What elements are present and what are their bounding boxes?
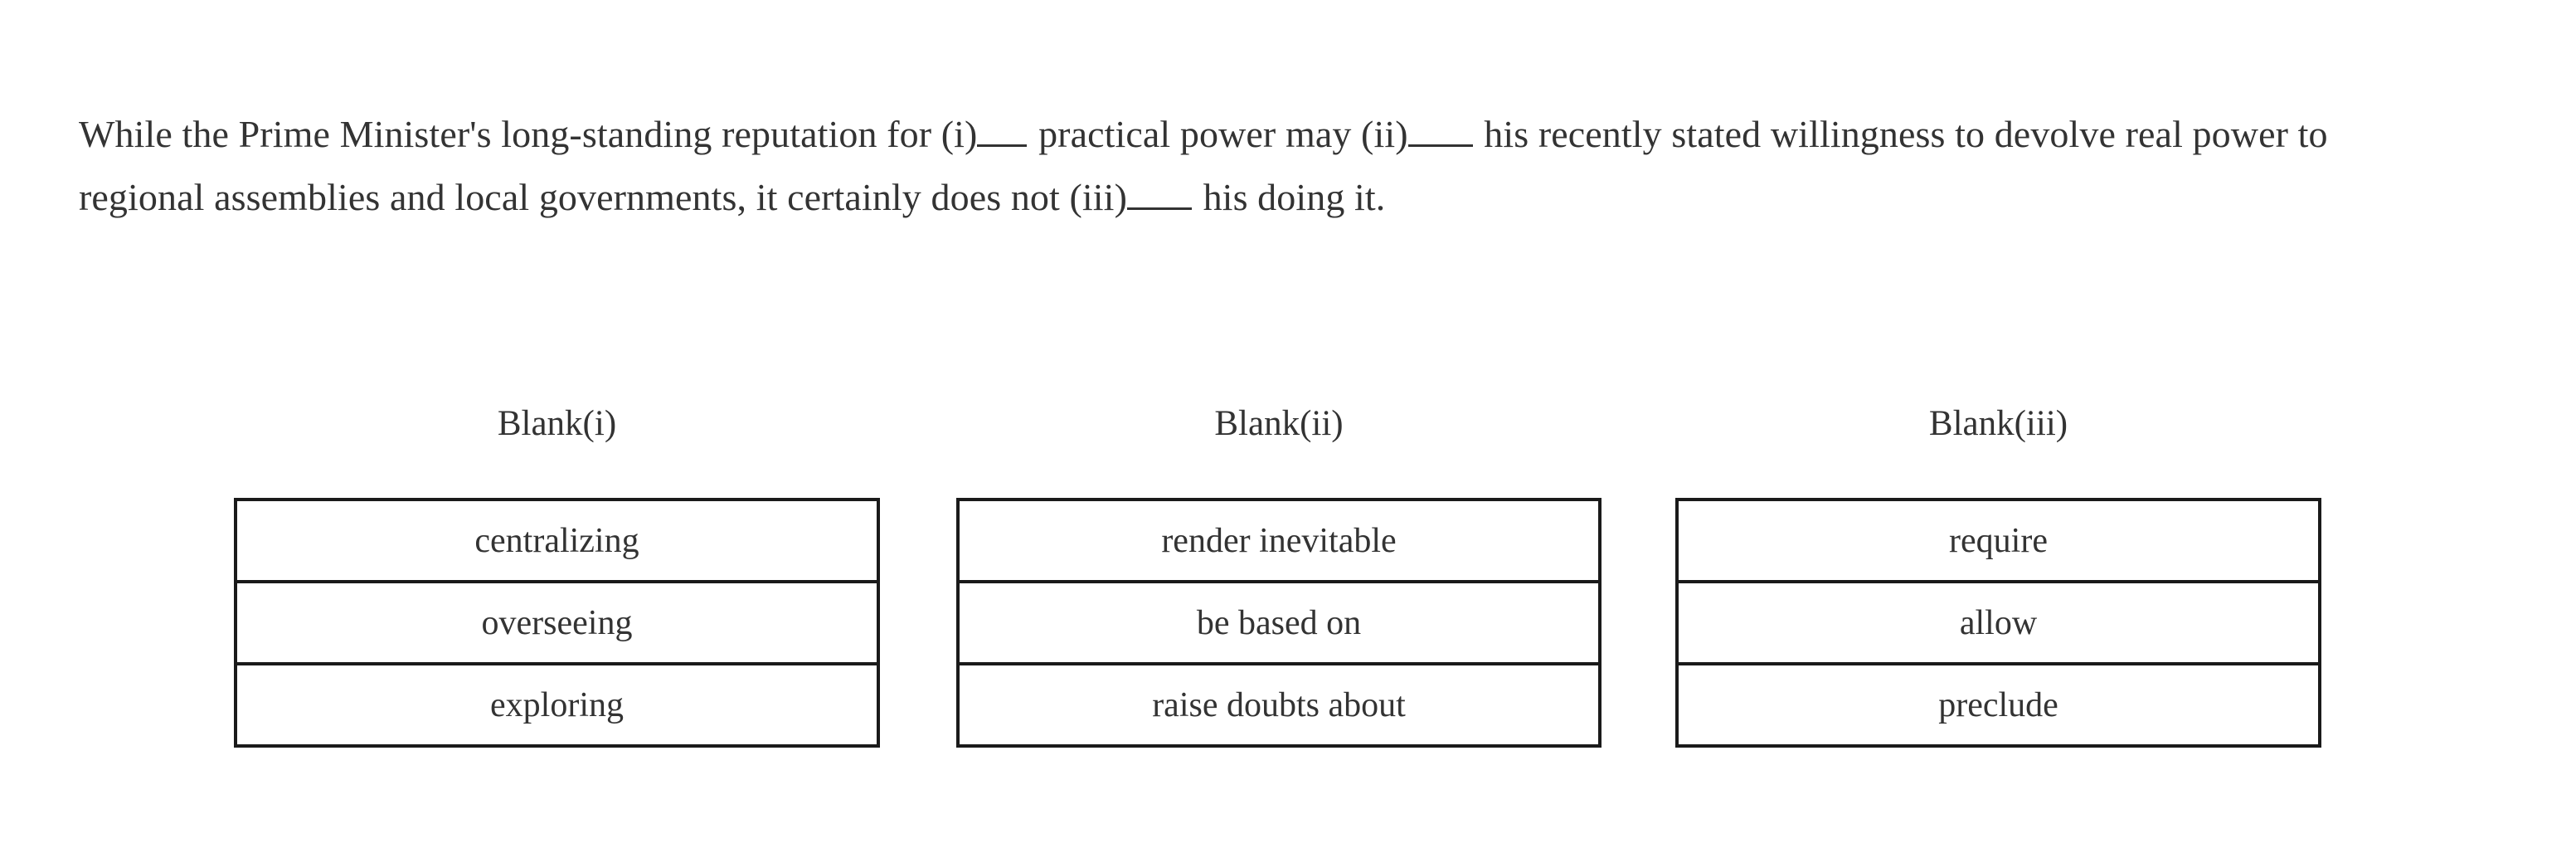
table-row[interactable]: preclude (1677, 664, 2320, 746)
option-cell-iii-2[interactable]: allow (1677, 582, 2320, 665)
table-row[interactable]: allow (1677, 582, 2320, 665)
option-cell-iii-3[interactable]: preclude (1677, 664, 2320, 746)
blank-ii-rule (1407, 112, 1473, 147)
option-cell-iii-1[interactable]: require (1677, 500, 2320, 583)
option-table-blank-ii: render inevitable be based on raise doub… (956, 498, 1601, 748)
blank-i-rule (977, 112, 1028, 147)
table-row[interactable]: overseeing (236, 582, 878, 665)
column-header-blank-ii: Blank(ii) (1214, 404, 1344, 443)
stem-segment-text-3: his recently stated willingness to devol… (79, 113, 2338, 218)
option-table-blank-iii: require allow preclude (1675, 498, 2321, 748)
option-cell-ii-3[interactable]: raise doubts about (958, 664, 1600, 746)
option-table-blank-i: centralizing overseeing exploring (234, 498, 880, 748)
column-header-blank-iii: Blank(iii) (1928, 404, 2068, 443)
option-cell-ii-1[interactable]: render inevitable (958, 500, 1600, 583)
table-row[interactable]: exploring (236, 664, 878, 746)
column-header-blank-i: Blank(i) (497, 404, 617, 443)
table-row[interactable]: raise doubts about (958, 664, 1600, 746)
stem-segment-text-4: his doing it. (1193, 176, 1386, 218)
option-cell-i-2[interactable]: overseeing (236, 582, 878, 665)
question-stem: While the Prime Minister's long-standing… (79, 103, 2451, 229)
table-row[interactable]: render inevitable (958, 500, 1600, 583)
option-cell-ii-2[interactable]: be based on (958, 582, 1600, 665)
table-row[interactable]: be based on (958, 582, 1600, 665)
table-row[interactable]: require (1677, 500, 2320, 583)
stem-segment-text-1: While the Prime Minister's long-standing… (79, 113, 978, 155)
option-cell-i-3[interactable]: exploring (236, 664, 878, 746)
table-row[interactable]: centralizing (236, 500, 878, 583)
stem-segment-text-2: practical power may (ii) (1028, 113, 1408, 155)
blank-iii-rule (1126, 175, 1192, 210)
option-cell-i-1[interactable]: centralizing (236, 500, 878, 583)
